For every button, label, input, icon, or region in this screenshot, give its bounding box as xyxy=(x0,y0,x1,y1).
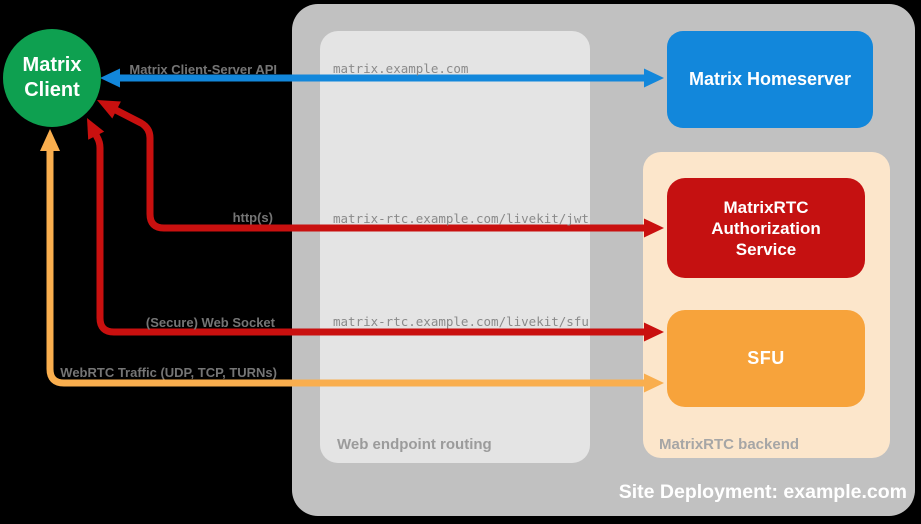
site-deployment-title: Site Deployment: example.com xyxy=(618,481,907,503)
endpoint-matrix-domain: matrix.example.com xyxy=(333,61,469,76)
webrtc-traffic-arrow-label: WebRTC Traffic (UDP, TCP, TURNs) xyxy=(60,365,277,380)
matrixrtc-backend-label: MatrixRTC backend xyxy=(659,436,800,453)
web-endpoint-routing-container xyxy=(320,31,590,463)
matrix-homeserver-label: Matrix Homeserver xyxy=(688,69,852,89)
web-socket-arrow-label: (Secure) Web Socket xyxy=(145,315,275,330)
client-server-api-arrow-label: Matrix Client-Server API xyxy=(129,62,277,77)
https-arrow-label: http(s) xyxy=(232,210,273,225)
matrix-client-label: Matrix Client xyxy=(22,54,82,101)
web-endpoint-routing-label: Web endpoint routing xyxy=(337,436,492,453)
matrix-homeserver-node: Matrix Homeserver xyxy=(667,31,873,128)
endpoint-livekit-sfu: matrix-rtc.example.com/livekit/sfu xyxy=(333,314,589,329)
matrix-client-node: Matrix Client xyxy=(3,29,101,127)
sfu-label: SFU xyxy=(747,348,785,368)
endpoint-livekit-jwt: matrix-rtc.example.com/livekit/jwt xyxy=(333,211,589,226)
matrixrtc-authorization-service-node: MatrixRTC Authorization Service xyxy=(667,178,865,278)
matrixrtc-authorization-service-label: MatrixRTC Authorization Service xyxy=(711,197,821,259)
sfu-node: SFU xyxy=(667,310,865,407)
